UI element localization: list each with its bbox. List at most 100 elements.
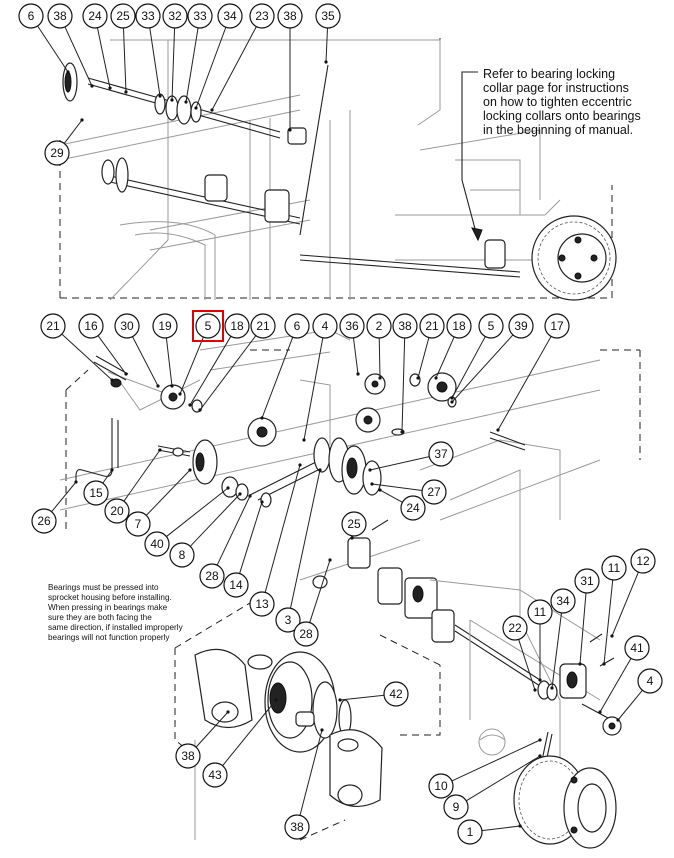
callout-balloon-32: 32 [162,3,188,29]
callout-leader-tip [170,384,174,388]
callout-circle [199,563,225,589]
callout-leader-tip [318,468,322,472]
callout-leader-1 [481,825,521,832]
callout-number: 5 [488,319,495,333]
callout-balloon-33: 33 [135,3,161,29]
callout-balloon-13: 13 [249,591,275,617]
callout-number: 21 [46,319,60,333]
callout-leader-31 [579,592,587,665]
callout-circle [169,542,195,568]
callout-balloon-4: 4 [637,668,663,694]
note-bottom-line-5: same direction, if installed improperly [48,623,184,632]
callout-circle [383,681,409,707]
callout-circle [624,635,650,661]
callout-leader-tip [616,718,620,722]
callout-balloon-27: 27 [421,479,447,505]
callout-leader-34 [551,612,562,689]
callout-number: 8 [179,548,186,562]
callout-balloon-16: 16 [78,313,104,339]
callout-number: 28 [299,627,313,641]
callout-leader-21 [61,333,113,381]
callout-leader-30 [132,336,159,387]
callout-balloon-12: 12 [630,548,656,574]
callout-leader-38 [299,729,323,816]
callout-leader-4 [303,337,324,441]
callout-leader-9 [465,755,541,802]
callout-number: 38 [53,9,67,23]
callout-leader-tip [178,392,182,396]
callout-leader-26 [51,481,77,513]
callout-balloon-38: 38 [47,3,73,29]
callout-balloon-34: 34 [550,588,576,614]
callout-number: 6 [28,9,35,23]
callout-leader-tip [188,403,192,407]
callout-leader-22 [518,639,536,691]
callout-leader-36 [352,337,359,375]
callout-circle [187,3,213,29]
callout-number: 34 [223,9,237,23]
callout-leader-38 [401,337,406,433]
callout-number: 26 [37,514,51,528]
callout-leader-tip [158,94,162,98]
callout-leader-tip [434,376,438,380]
callout-leader-33 [185,27,199,103]
callout-number: 32 [168,9,182,23]
callout-number: 25 [347,517,361,531]
callout-leader-tip [356,372,360,376]
callout-leader-tip [602,662,606,666]
callout-circle [339,313,365,339]
callout-number: 9 [453,800,460,814]
callout-leader-32 [171,27,176,101]
callout-balloon-11: 11 [527,599,553,625]
callout-circle [527,599,553,625]
callout-circle [508,313,534,339]
callout-leader-20 [123,449,161,502]
callout-circle [284,814,310,840]
callout-circle [18,3,44,29]
callout-balloon-1: 1 [457,819,483,845]
callout-number: 29 [50,146,64,160]
note-top-line-5: in the beginning of manual. [483,123,633,137]
callout-balloon-8: 8 [169,542,195,568]
callout-leader-tip [538,678,542,682]
note-bottom-line-6: bearings will not function properly [48,633,170,642]
callout-balloon-39: 39 [508,313,534,339]
callout-number: 24 [406,501,420,515]
callout-number: 21 [425,319,439,333]
callout-leader-tip [368,468,372,472]
callout-leader-10 [451,739,541,782]
callout-leader-41 [599,658,632,713]
callout-circle [315,3,341,29]
callout-leader-tip [156,384,160,388]
note-bottom-line-2: sprocket housing before installing. [48,593,172,602]
callout-balloon-41: 41 [624,635,650,661]
callout-leader-tip [90,84,94,88]
callout-balloon-2: 2 [366,313,392,339]
callout-circle [224,313,250,339]
callout-circle [82,3,108,29]
callout-leader-18 [189,336,232,406]
callout-circle [175,743,201,769]
callout-leader-11 [603,579,614,665]
callout-leader-tip [210,108,214,112]
callout-number: 30 [120,319,134,333]
callout-circle [78,313,104,339]
callout-number: 34 [556,594,570,608]
callout-leader-tip [538,754,542,758]
callout-leader-3 [290,469,321,609]
callout-circle [446,313,472,339]
callout-balloon-6: 6 [18,3,44,29]
callout-leader-37 [369,456,430,471]
callout-leader-5 [451,336,486,399]
callout-leader-tip [110,378,114,382]
callout-leader-tip [226,486,230,490]
callout-balloon-6: 6 [284,313,310,339]
callout-circle [275,607,301,633]
callout-circle [421,479,447,505]
callout-leader-tip [450,396,454,400]
callout-circle [428,441,454,467]
callout-number: 6 [294,319,301,333]
callout-number: 14 [229,578,243,592]
callout-leader-29 [63,119,83,144]
callout-number: 38 [398,319,412,333]
